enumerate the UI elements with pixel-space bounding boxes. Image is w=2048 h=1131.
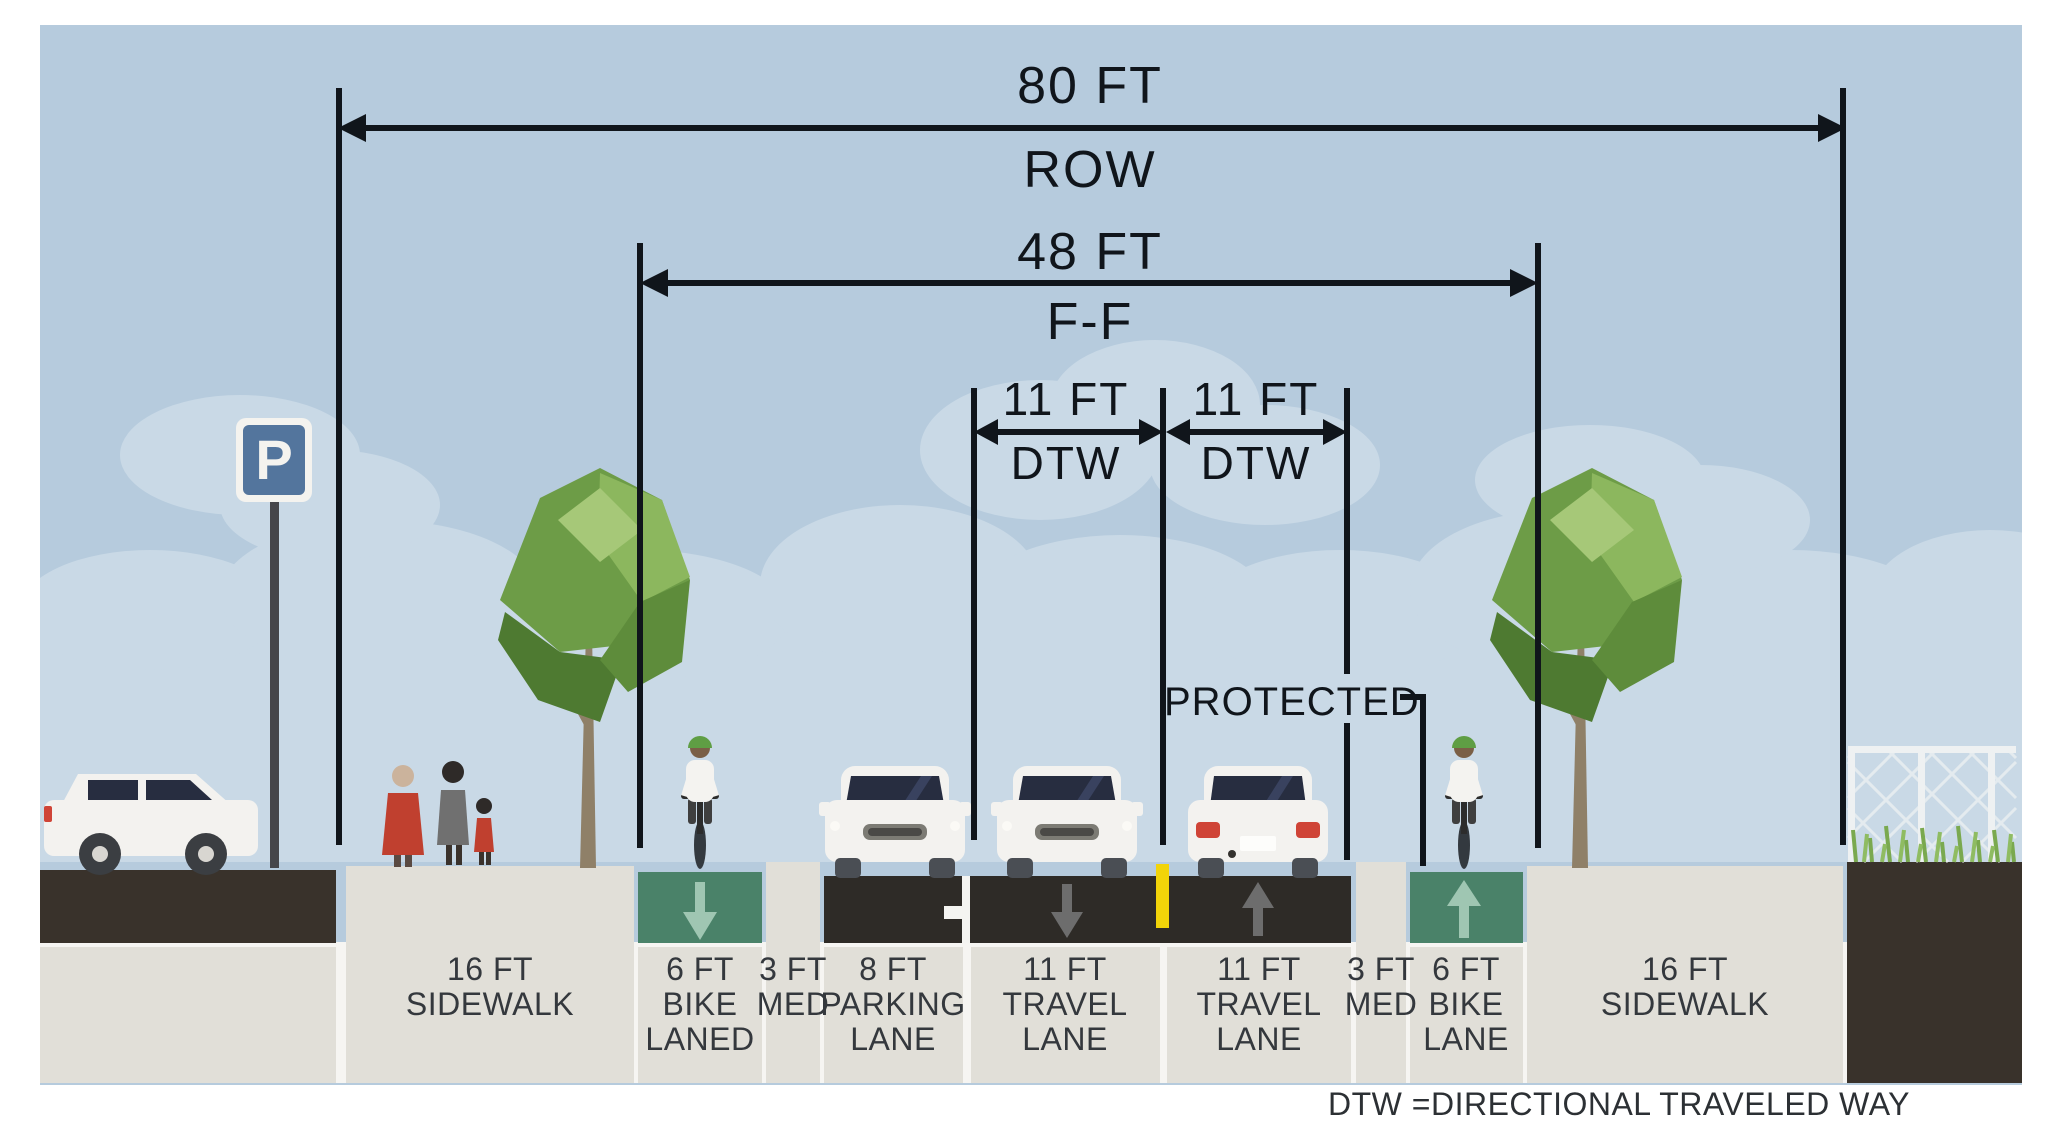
travel-lane-north-label-block	[1167, 947, 1351, 1083]
parking-sign: P	[236, 418, 312, 502]
cross-street-subgrade	[40, 947, 336, 1083]
planting-soil-block	[1847, 858, 2022, 1083]
bike-lane-left-label-block	[638, 947, 762, 1083]
dtw-right-label: DTW	[1200, 437, 1312, 489]
row-dimension-value: 80 FT	[1017, 57, 1163, 115]
bike-lane-right-label-block	[1410, 947, 1523, 1083]
sidewalk-left-surface	[346, 866, 634, 1083]
cross-street-surface	[40, 870, 336, 943]
ff-dimension-value: 48 FT	[1017, 223, 1163, 281]
dtw-left-label: DTW	[1010, 437, 1122, 489]
ff-dimension-label: F-F	[1046, 293, 1134, 351]
lane-label-sidewalk-right: 16 FT SIDEWALK	[1600, 951, 1770, 1022]
median-right-surface	[1356, 861, 1406, 1083]
dtw-left-value: 11 FT	[1002, 373, 1130, 425]
lane-label-sidewalk-left: 16 FT SIDEWALK	[405, 951, 575, 1022]
roadway-surface	[824, 876, 1351, 943]
travel-lane-south-label-block	[971, 947, 1160, 1083]
lane-label-bike-right: 6 FT BIKE LANE	[1423, 951, 1509, 1057]
bike-lane-left-surface	[638, 872, 762, 943]
lane-label-median-left: 3 FT MED	[756, 951, 830, 1022]
lane-label-bike-left: 6 FT BIKE LANED	[645, 951, 755, 1057]
median-left-surface	[766, 861, 820, 1083]
lane-label-travel-north: 11 FT TRAVEL LANE	[1196, 951, 1322, 1057]
parking-sign-letter: P	[243, 425, 305, 495]
parking-lane-label-block	[824, 947, 963, 1083]
lane-label-median-right: 3 FT MED	[1344, 951, 1418, 1022]
dtw-right-value: 11 FT	[1192, 373, 1320, 425]
footnote: DTW =DIRECTIONAL TRAVELED WAY	[1328, 1086, 1910, 1122]
bike-lane-right-surface	[1410, 872, 1523, 943]
lane-label-parking: 8 FT PARKING LANE	[820, 951, 966, 1057]
sidewalk-right-surface	[1527, 866, 1843, 1083]
protected-label: PROTECTED	[1164, 680, 1420, 724]
lane-label-travel-south: 11 FT TRAVEL LANE	[1002, 951, 1128, 1057]
row-dimension-label: ROW	[1023, 141, 1157, 199]
